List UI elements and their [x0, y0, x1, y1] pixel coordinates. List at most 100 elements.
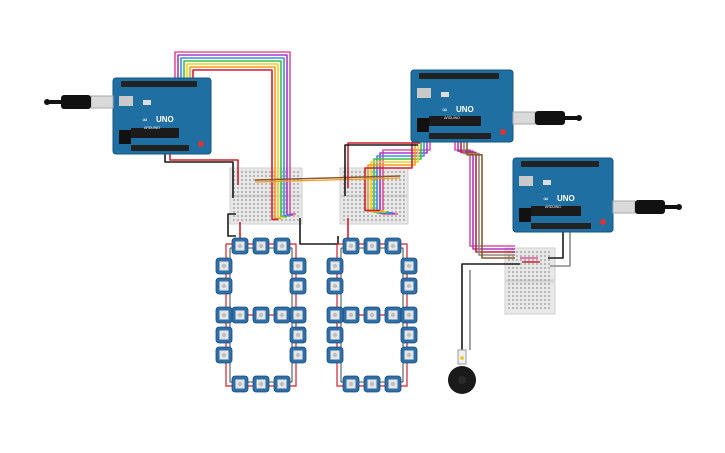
piezo-buzzer[interactable] [448, 349, 476, 394]
breadboard-hole [297, 211, 299, 213]
breadboard-hole [249, 175, 251, 177]
seven-segment-digit-2[interactable] [326, 237, 418, 393]
arduino-uno-board-3[interactable]: UNO∞ARDUINO [512, 157, 614, 233]
breadboard-hole [253, 211, 255, 213]
wire-board1-ground[interactable] [164, 148, 234, 198]
breadboard-hole [237, 219, 239, 221]
breadboard-hole [355, 207, 357, 209]
breadboard-hole [355, 183, 357, 185]
wire-board1-rainbow[interactable] [180, 57, 290, 217]
breadboard-hole [391, 219, 393, 221]
breadboard-hole [363, 175, 365, 177]
breadboard-hole [257, 171, 259, 173]
breadboard-hole [395, 215, 397, 217]
breadboard-hole [508, 303, 510, 305]
breadboard-hole [257, 215, 259, 217]
breadboard-hole [257, 207, 259, 209]
buzzer-pin [460, 356, 464, 360]
breadboard-hole [253, 183, 255, 185]
breadboard-hole [269, 207, 271, 209]
wire-board3-breadboard3[interactable] [550, 232, 571, 267]
wire-digit1-ground[interactable] [227, 213, 236, 237]
breadboard-hole [536, 271, 538, 273]
breadboard-hole [520, 295, 522, 297]
neopixel-led-die [406, 263, 412, 269]
breadboard-hole [540, 283, 542, 285]
wire-board2-rainbow[interactable] [364, 142, 413, 212]
breadboard-hole [524, 299, 526, 301]
wire-board2-breadboard3[interactable] [466, 142, 515, 259]
breadboard-hole [285, 195, 287, 197]
breadboard-hole [265, 219, 267, 221]
breadboard-3[interactable] [504, 247, 556, 315]
breadboard-hole [540, 275, 542, 277]
breadboard-hole [347, 191, 349, 193]
reset-button[interactable] [600, 219, 606, 225]
wire-board2-ground[interactable] [344, 144, 418, 196]
breadboard-hole [512, 275, 514, 277]
breadboard-hole [245, 219, 247, 221]
breadboard-hole [257, 211, 259, 213]
breadboard-hole [355, 215, 357, 217]
breadboard-hole [237, 215, 239, 217]
breadboard-hole [265, 191, 267, 193]
breadboard-hole [347, 199, 349, 201]
usb-port [119, 96, 133, 106]
breadboard-hole [375, 207, 377, 209]
wire-board1-rainbow[interactable] [177, 54, 293, 216]
wire-buzzer-ground[interactable] [461, 263, 520, 350]
neopixel-led-die [332, 283, 338, 289]
neopixel-led-die [221, 312, 227, 318]
crystal [543, 180, 551, 185]
wire-board2-breadboard3[interactable] [463, 142, 515, 256]
wire-board2-power[interactable] [347, 142, 420, 188]
breadboard-hole [399, 171, 401, 173]
wire-breadboard-link[interactable] [254, 175, 401, 181]
usb-cable-3[interactable] [612, 200, 682, 214]
usb-plug [612, 200, 636, 214]
reset-button[interactable] [500, 129, 506, 135]
usb-cable-tail [663, 205, 679, 209]
breadboard-hole [403, 215, 405, 217]
breadboard-hole [371, 191, 373, 193]
wire-board1-rainbow[interactable] [174, 51, 296, 215]
breadboard-hole [285, 187, 287, 189]
arduino-uno-board-1[interactable]: UNO∞ARDUINO [112, 77, 212, 155]
wire-digit-chain[interactable] [299, 218, 339, 245]
neopixel-led-die [348, 381, 354, 387]
breadboard-hole [375, 215, 377, 217]
breadboard-hole [524, 267, 526, 269]
seven-segment-digit-1[interactable] [215, 237, 307, 393]
breadboard-hole [540, 299, 542, 301]
breadboard-hole [273, 183, 275, 185]
breadboard-hole [363, 219, 365, 221]
breadboard-hole [528, 267, 530, 269]
wire-board1-rainbow[interactable] [192, 69, 278, 221]
wire-board2-breadboard3[interactable] [454, 142, 515, 247]
usb-cable-2[interactable] [512, 111, 582, 125]
wire-breadboard-link[interactable] [254, 177, 401, 183]
breadboard-hole [371, 199, 373, 201]
arduino-uno-board-2[interactable]: UNO∞ARDUINO [410, 69, 514, 143]
wire-board2-breadboard3[interactable] [460, 142, 515, 253]
wire-board1-rainbow[interactable] [183, 60, 287, 218]
breadboard-hole [237, 211, 239, 213]
wire-board1-rainbow[interactable] [186, 63, 284, 219]
neopixel-led-die [332, 263, 338, 269]
wire-board3-ground[interactable] [548, 232, 564, 259]
breadboard-hole [363, 215, 365, 217]
breadboard-hole [395, 203, 397, 205]
breadboard-hole [253, 215, 255, 217]
wire-board2-breadboard3[interactable] [457, 142, 515, 250]
wire-board1-rainbow[interactable] [189, 66, 281, 220]
breadboard-hole [395, 211, 397, 213]
breadboard-hole [363, 211, 365, 213]
breadboard-hole [233, 199, 235, 201]
usb-cable-1[interactable] [44, 95, 114, 109]
usb-port [417, 88, 431, 98]
reset-button[interactable] [198, 141, 204, 147]
breadboard-hole [536, 259, 538, 261]
breadboard-hole [371, 183, 373, 185]
breadboard-hole [245, 203, 247, 205]
